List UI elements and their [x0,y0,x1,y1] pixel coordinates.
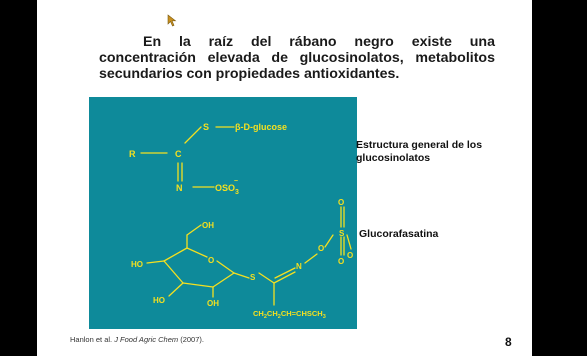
hydroxyl-top: OH [202,221,214,230]
slide: En la raíz del rábano negro existe una c… [37,0,532,356]
side-chain: CH2CH2CH=CHSCH3 [253,309,326,320]
atom-S: S [203,122,209,132]
hydroxyl-bottom-right: OH [207,299,219,308]
sulfonate-oxygen-minus: O [347,251,353,260]
structures-panel: R C S β-D-glucose N OSO3− OH HO HO OH O … [89,97,357,329]
hydroxyl-left: HO [131,260,143,269]
sulfonate-sulfur: S [339,229,345,238]
sulfonate-oxygen-bottom: O [338,257,344,266]
caption-general-structure: Estructura general de los glucosinolatos [356,139,483,164]
imine-nitrogen: N [296,262,302,271]
link-oxygen: O [318,244,324,253]
chemical-structures: R C S β-D-glucose N OSO3− OH HO HO OH O … [129,122,353,320]
mouse-cursor-icon [167,14,177,27]
atom-C: C [175,149,182,159]
ring-oxygen: O [208,256,214,265]
slide-heading: En la raíz del rábano negro existe una c… [99,34,495,82]
atom-R: R [129,149,136,159]
sulfonate-oxygen-top: O [338,198,344,207]
atom-N: N [176,183,183,193]
sulfate-group: OSO3− [215,178,239,196]
hydroxyl-bottom-left: HO [153,296,165,305]
caption-glucorafasatina: Glucorafasatina [359,228,439,240]
citation: Hanlon et al. J Food Agric Chem (2007). [70,335,204,344]
thio-sulfur: S [250,273,256,282]
glucose-label: β-D-glucose [235,122,287,132]
slide-number: 8 [505,335,512,349]
